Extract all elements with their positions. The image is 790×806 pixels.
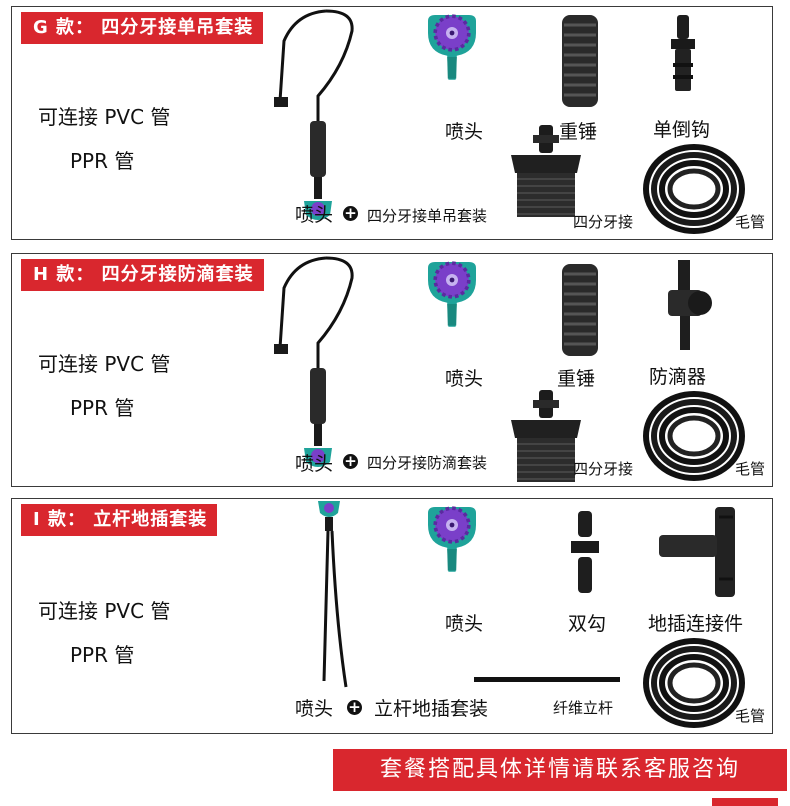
connect-line-1: 可连接 PVC 管 [38,599,171,623]
product-panel-g: G 款： 四分牙接单吊套装 可连接 PVC 管 PPR 管 喷头 + 四分牙接单… [11,6,773,240]
hanger-assembly-image [272,256,354,469]
adapter-label: 四分牙接 [573,460,634,478]
tube-coil-image [644,392,744,480]
accent-strip [712,798,778,806]
combo-set-label: 立杆地插套装 [374,698,489,720]
combo-nozzle-label: 喷头 [295,453,334,475]
stake-rod-assembly-image [318,501,348,688]
plus-icon: + [343,452,358,470]
barb-connector-image [669,13,697,93]
combo-nozzle-label: 喷头 [295,204,334,226]
tube-coil-image [644,639,744,727]
product-panel-h: H 款： 四分牙接防滴套装 可连接 PVC 管 PPR 管 喷头 + 四分牙接防… [11,253,773,487]
nozzle-label: 喷头 [445,613,484,635]
tube-label: 毛管 [735,460,766,478]
tube-coil-image [644,145,744,233]
nozzle-image [426,505,478,574]
weight-image [560,13,600,109]
nozzle-label: 喷头 [445,121,484,143]
connect-line-2: PPR 管 [70,149,135,173]
adapter-label: 四分牙接 [573,213,634,231]
fiber-rod-image [474,677,620,682]
nozzle-image [426,260,478,329]
hanger-assembly-image [272,9,354,222]
part3-label: 地插连接件 [648,613,744,635]
panel-tag: G 款： 四分牙接单吊套装 [21,12,264,44]
panel-tag: I 款： 立杆地插套装 [21,504,218,536]
nozzle-image [426,13,478,82]
thread-adapter-image [510,389,582,483]
tube-label: 毛管 [735,707,766,725]
part3-label: 单倒钩 [653,119,711,141]
weight-label: 重锤 [559,121,598,143]
part3-label: 防滴器 [649,366,707,388]
tube-label: 毛管 [735,213,766,231]
nozzle-label: 喷头 [445,368,484,390]
hook-label: 双勾 [568,613,607,635]
thread-adapter-image [510,124,582,218]
connect-line-1: 可连接 PVC 管 [38,105,171,129]
stake-connector-image [659,507,735,597]
anti-drip-valve-image [668,260,712,350]
plus-icon: + [343,204,358,222]
panel-tag: H 款： 四分牙接防滴套装 [21,259,264,291]
weight-image [560,262,600,358]
connect-line-1: 可连接 PVC 管 [38,352,171,376]
product-panel-i: I 款： 立杆地插套装 可连接 PVC 管 PPR 管 喷头 + 立杆地插套装 … [11,498,773,734]
connect-line-2: PPR 管 [70,396,135,420]
contact-banner: 套餐搭配具体详情请联系客服咨询 [333,749,787,791]
combo-set-label: 四分牙接单吊套装 [367,207,488,225]
connect-line-2: PPR 管 [70,643,135,667]
double-hook-image [571,511,599,593]
plus-icon: + [347,698,362,716]
rod-label: 纤维立杆 [553,699,614,717]
combo-nozzle-label: 喷头 [295,698,334,720]
weight-label: 重锤 [557,368,596,390]
combo-set-label: 四分牙接防滴套装 [367,454,488,472]
